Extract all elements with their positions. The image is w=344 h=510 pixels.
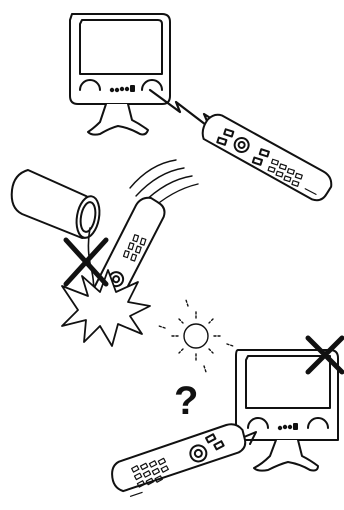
tv-monitor-top <box>70 14 170 135</box>
tv-monitor-bottom <box>236 350 338 471</box>
remote-control-top <box>193 111 342 204</box>
x-mark-liquid-icon <box>66 240 106 284</box>
sun-icon <box>159 300 233 372</box>
question-mark: ? <box>174 379 198 423</box>
